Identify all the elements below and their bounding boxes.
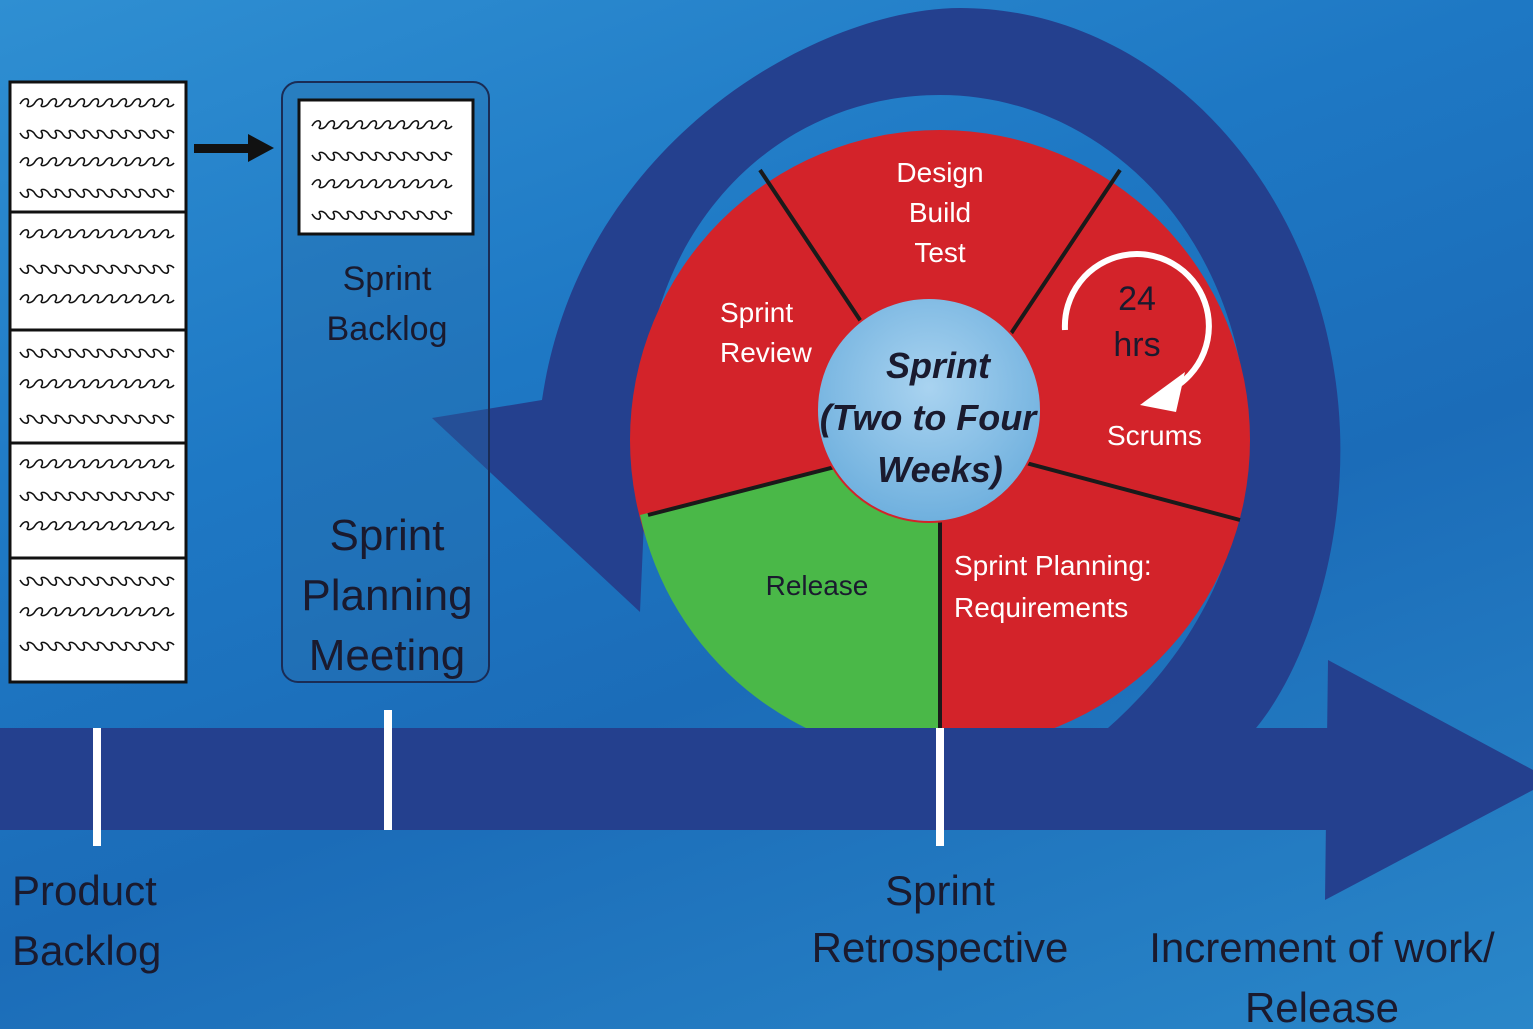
timeline — [0, 660, 1533, 900]
backlog-item-scribble — [311, 178, 453, 189]
backlog-item-scribble — [311, 151, 453, 162]
daily-loop-arrow — [1061, 251, 1212, 412]
sprint-planning-label-2: Planning — [301, 571, 472, 620]
backlog-item-scribble — [19, 129, 175, 140]
segment-sprint-planning-label-1: Sprint Planning: — [954, 550, 1152, 581]
sprint-backlog-items — [311, 119, 453, 221]
backlog-item-scribble — [19, 228, 175, 239]
timeline-arrowhead — [1325, 660, 1533, 900]
timeline-bar — [0, 728, 1360, 830]
cycle-hrs-label: hrs — [1113, 326, 1160, 364]
backlog-item-scribble — [311, 210, 453, 221]
increment-label-2: Release — [1245, 984, 1399, 1029]
backlog-item-scribble — [19, 348, 175, 359]
product-backlog-label-2: Backlog — [12, 927, 161, 974]
timeline-tick-sprint-planning — [384, 710, 392, 830]
product-backlog-stack — [8, 80, 188, 684]
product-backlog-label-1: Product — [12, 867, 157, 914]
backlog-item-scribble — [19, 97, 175, 108]
sprint-cycle-arrow — [432, 8, 1341, 735]
sprint-center-line-3: Weeks) — [877, 449, 1002, 490]
sprint-backlog-label-1: Sprint — [343, 260, 432, 298]
increment-label-1: Increment of work/ — [1149, 924, 1495, 971]
cycle-arrow-body — [432, 8, 1341, 735]
sprint-retrospective-label-2: Retrospective — [812, 924, 1069, 971]
sprint-center-circle — [816, 297, 1042, 523]
sprint-backlog-column — [281, 81, 490, 683]
segment-test-label: Test — [914, 237, 966, 268]
timeline-tick-product-backlog — [93, 728, 101, 846]
timeline-tick-sprint-retrospective — [936, 728, 944, 846]
backlog-item-scribble — [19, 293, 175, 304]
backlog-item-scribble — [19, 641, 175, 652]
backlog-item-scribble — [311, 119, 453, 130]
loop-arrowhead — [1140, 372, 1185, 412]
backlog-item-scribble — [19, 606, 175, 617]
backlog-items — [19, 97, 175, 652]
backlog-item-scribble — [19, 264, 175, 275]
segment-release-label: Release — [766, 570, 869, 601]
backlog-item-scribble — [19, 188, 175, 199]
release-segment — [640, 440, 940, 728]
sprint-retrospective-label-1: Sprint — [885, 867, 995, 914]
sprint-wheel — [630, 130, 1250, 728]
segment-sprint-review-label-2: Review — [720, 337, 813, 368]
backlog-transfer-arrow — [194, 134, 274, 162]
backlog-item-scribble — [19, 576, 175, 587]
backlog-item-scribble — [19, 378, 175, 389]
backlog-item-scribble — [19, 491, 175, 502]
segment-scrums-label: Scrums — [1107, 420, 1202, 451]
backlog-item-scribble — [19, 156, 175, 167]
cycle-24-label: 24 — [1118, 280, 1156, 318]
segment-build-label: Build — [909, 197, 971, 228]
backlog-item-scribble — [19, 414, 175, 425]
loop-arc — [1061, 251, 1212, 393]
segment-sprint-planning-label-2: Requirements — [954, 592, 1128, 623]
sprint-backlog-label-2: Backlog — [327, 310, 448, 348]
sprint-planning-label-3: Meeting — [309, 631, 466, 680]
segment-sprint-review-label-1: Sprint — [720, 297, 793, 328]
sprint-center-line-1: Sprint — [886, 345, 992, 386]
sprint-center-line-2: (Two to Four — [820, 397, 1039, 438]
backlog-item-scribble — [19, 458, 175, 469]
segment-design-label: Design — [896, 157, 983, 188]
backlog-item-scribble — [19, 520, 175, 531]
sprint-planning-label-1: Sprint — [330, 511, 445, 560]
